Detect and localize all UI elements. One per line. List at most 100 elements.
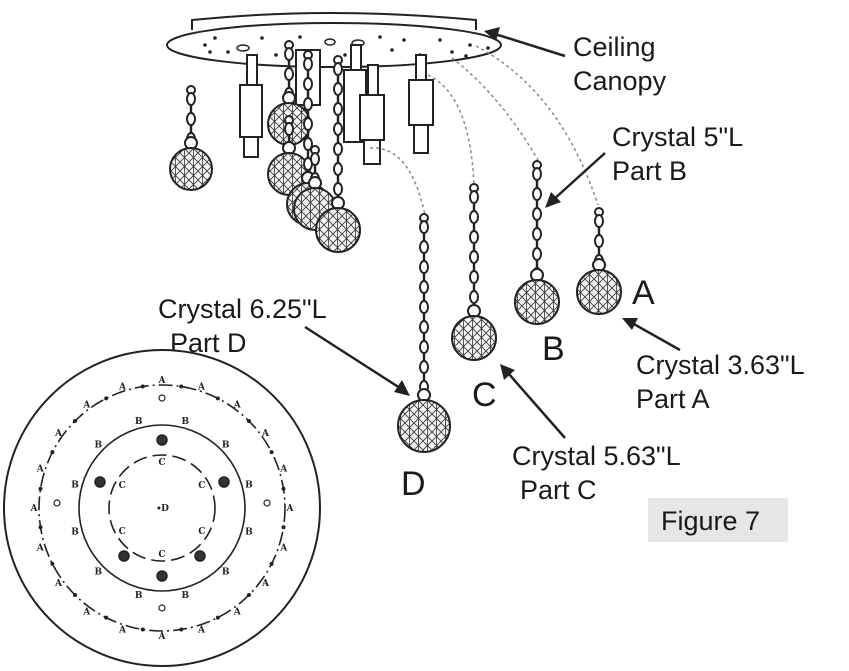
chain: [333, 62, 343, 204]
crystal-part-c: [451, 183, 497, 361]
callout-part-a-line1: Crystal 3.63"L: [636, 350, 805, 380]
plan-mark-b: B: [95, 568, 103, 578]
installed-strand: [293, 145, 337, 231]
canopy-hole: [464, 54, 468, 58]
canopy-hole: [298, 35, 302, 39]
plan-mark-a: A: [118, 382, 127, 392]
guide-line-d: [369, 147, 426, 216]
plan-mark-a: A: [233, 400, 242, 410]
canopy-hole: [226, 50, 230, 54]
plan-mark-a: A: [54, 429, 63, 439]
canopy-hole: [343, 53, 347, 57]
plan-mark-a: A: [82, 400, 91, 410]
plan-mark-a: A: [118, 626, 127, 636]
plan-mark-b: B: [71, 527, 79, 537]
light-holder: [359, 64, 385, 165]
plan-screw-hole: [263, 499, 271, 507]
callout-part-b: Crystal 5"L Part B: [545, 122, 743, 208]
canopy-hole: [438, 38, 442, 42]
plan-dot: [215, 615, 220, 620]
plan-mark-a: A: [30, 504, 39, 514]
plan-mark-b: B: [95, 440, 103, 450]
crystal-ball: [576, 258, 622, 315]
plan-dot: [215, 396, 220, 401]
plan-dot: [179, 627, 184, 632]
plan-mark-b: B: [181, 591, 189, 601]
callout-part-c-line2: Part C: [520, 475, 597, 505]
part-letter-b: B: [542, 330, 565, 368]
canopy-hole: [274, 53, 278, 57]
plan-mark-c: C: [198, 481, 205, 491]
callout-canopy-line1: Ceiling: [573, 32, 656, 62]
plan-mark-a: A: [36, 544, 45, 554]
chain: [594, 214, 604, 268]
plan-light-hole: [194, 550, 206, 562]
canopy-hole: [450, 50, 454, 54]
canopy-hole: [486, 46, 490, 50]
chain: [303, 57, 313, 179]
plan-light-hole: [218, 476, 230, 488]
part-letter-d: D: [401, 465, 426, 503]
plan-mark-a: A: [36, 464, 45, 474]
plan-mark-b: B: [222, 440, 230, 450]
plan-dot: [50, 450, 55, 455]
plan-dot: [179, 384, 184, 389]
callout-part-b-line1: Crystal 5"L: [612, 122, 743, 152]
part-letter-a: A: [632, 274, 655, 312]
guide-line-b: [451, 57, 539, 161]
plan-mark-a: A: [54, 579, 63, 589]
plan-mark-d: D: [161, 504, 169, 514]
installed-crystals: [169, 40, 361, 253]
chain: [469, 190, 479, 312]
crystal-ball: [169, 136, 213, 191]
plan-dot: [104, 396, 109, 401]
callout-part-a-line2: Part A: [636, 384, 710, 414]
plan-mark-c: C: [158, 550, 165, 560]
plan-mark-a: A: [261, 429, 270, 439]
plan-mark-c: C: [198, 527, 205, 537]
plan-mark-a: A: [158, 376, 167, 386]
canopy-hole: [378, 35, 382, 39]
chain: [419, 220, 429, 394]
figure-label-text: Figure 7: [661, 506, 760, 536]
crystal-part-b: [514, 160, 560, 325]
plan-dot: [246, 592, 251, 597]
light-holder: [408, 54, 434, 154]
callout-part-a: Crystal 3.63"L Part A: [622, 318, 805, 414]
figure-label: Figure 7: [648, 498, 788, 542]
plan-mark-c: C: [158, 458, 165, 468]
plan-screw-hole: [53, 499, 61, 507]
canopy-hole: [208, 50, 212, 54]
installed-strand: [169, 85, 213, 191]
callout-canopy-line2: Canopy: [573, 66, 667, 96]
plan-light-hole: [118, 550, 130, 562]
callout-part-d-line1: Crystal 6.25"L: [158, 294, 327, 324]
plan-mark-a: A: [279, 544, 288, 554]
plan-dot: [73, 419, 78, 424]
callout-part-d: Crystal 6.25"L Part D: [158, 294, 410, 396]
plan-dot: [140, 627, 145, 632]
plan-screw-hole: [158, 394, 166, 402]
plan-mark-c: C: [119, 527, 126, 537]
plan-dot: [281, 525, 286, 530]
crystal-part-d: [397, 213, 451, 453]
canopy-hole: [203, 43, 207, 47]
crystal-parts: [397, 160, 622, 453]
plan-mark-a: A: [279, 464, 288, 474]
plan-mark-b: B: [135, 417, 143, 427]
crystal-ball: [451, 304, 497, 361]
plan-dot: [140, 384, 145, 389]
plan-mark-a: A: [82, 608, 91, 618]
plan-dot: [104, 615, 109, 620]
callout-part-c: Crystal 5.63"L Part C: [500, 364, 681, 505]
plan-dot: [38, 525, 43, 530]
plan-mark-a: A: [261, 579, 270, 589]
canopy-hole: [468, 43, 472, 47]
plan-mark-b: B: [135, 591, 143, 601]
plan-light-hole: [94, 476, 106, 488]
callout-part-c-line1: Crystal 5.63"L: [512, 441, 681, 471]
canopy-hole: [213, 36, 217, 40]
